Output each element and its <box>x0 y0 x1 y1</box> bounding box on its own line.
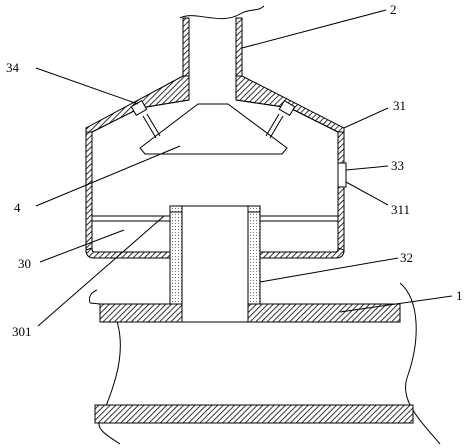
leader-1 <box>339 295 453 313</box>
base-structure-1 <box>89 282 441 445</box>
leader-34 <box>35 67 139 105</box>
leader-lines <box>35 9 453 327</box>
leader-4 <box>35 145 181 207</box>
leader-301 <box>37 215 165 327</box>
base-top-plate <box>99 303 401 323</box>
leader-33 <box>345 165 389 171</box>
leader-2 <box>241 9 387 49</box>
label-31: 31 <box>393 98 406 113</box>
housing-right-wall <box>337 131 345 253</box>
leader-311 <box>345 181 389 206</box>
label-301: 301 <box>12 324 32 339</box>
label-311: 311 <box>391 202 410 217</box>
diffuser-cone-4 <box>139 103 288 155</box>
label-33: 33 <box>391 158 404 173</box>
nozzle-right-34 <box>265 99 296 139</box>
connection-tube-32 <box>169 205 261 323</box>
side-window-33 <box>337 162 347 188</box>
label-32: 32 <box>400 250 413 265</box>
inner-plate-30 <box>92 215 338 222</box>
label-34: 34 <box>6 60 20 75</box>
label-30: 30 <box>18 256 31 271</box>
leader-32 <box>259 257 399 283</box>
leader-31 <box>343 107 389 129</box>
housing-left-wall <box>85 131 93 253</box>
label-2: 2 <box>390 2 397 17</box>
leader-30 <box>39 229 125 263</box>
reference-numerals: 2 34 31 33 311 4 30 32 301 1 <box>6 2 463 339</box>
label-1: 1 <box>456 288 463 303</box>
base-bottom-plate <box>94 404 414 424</box>
label-4: 4 <box>14 200 21 215</box>
